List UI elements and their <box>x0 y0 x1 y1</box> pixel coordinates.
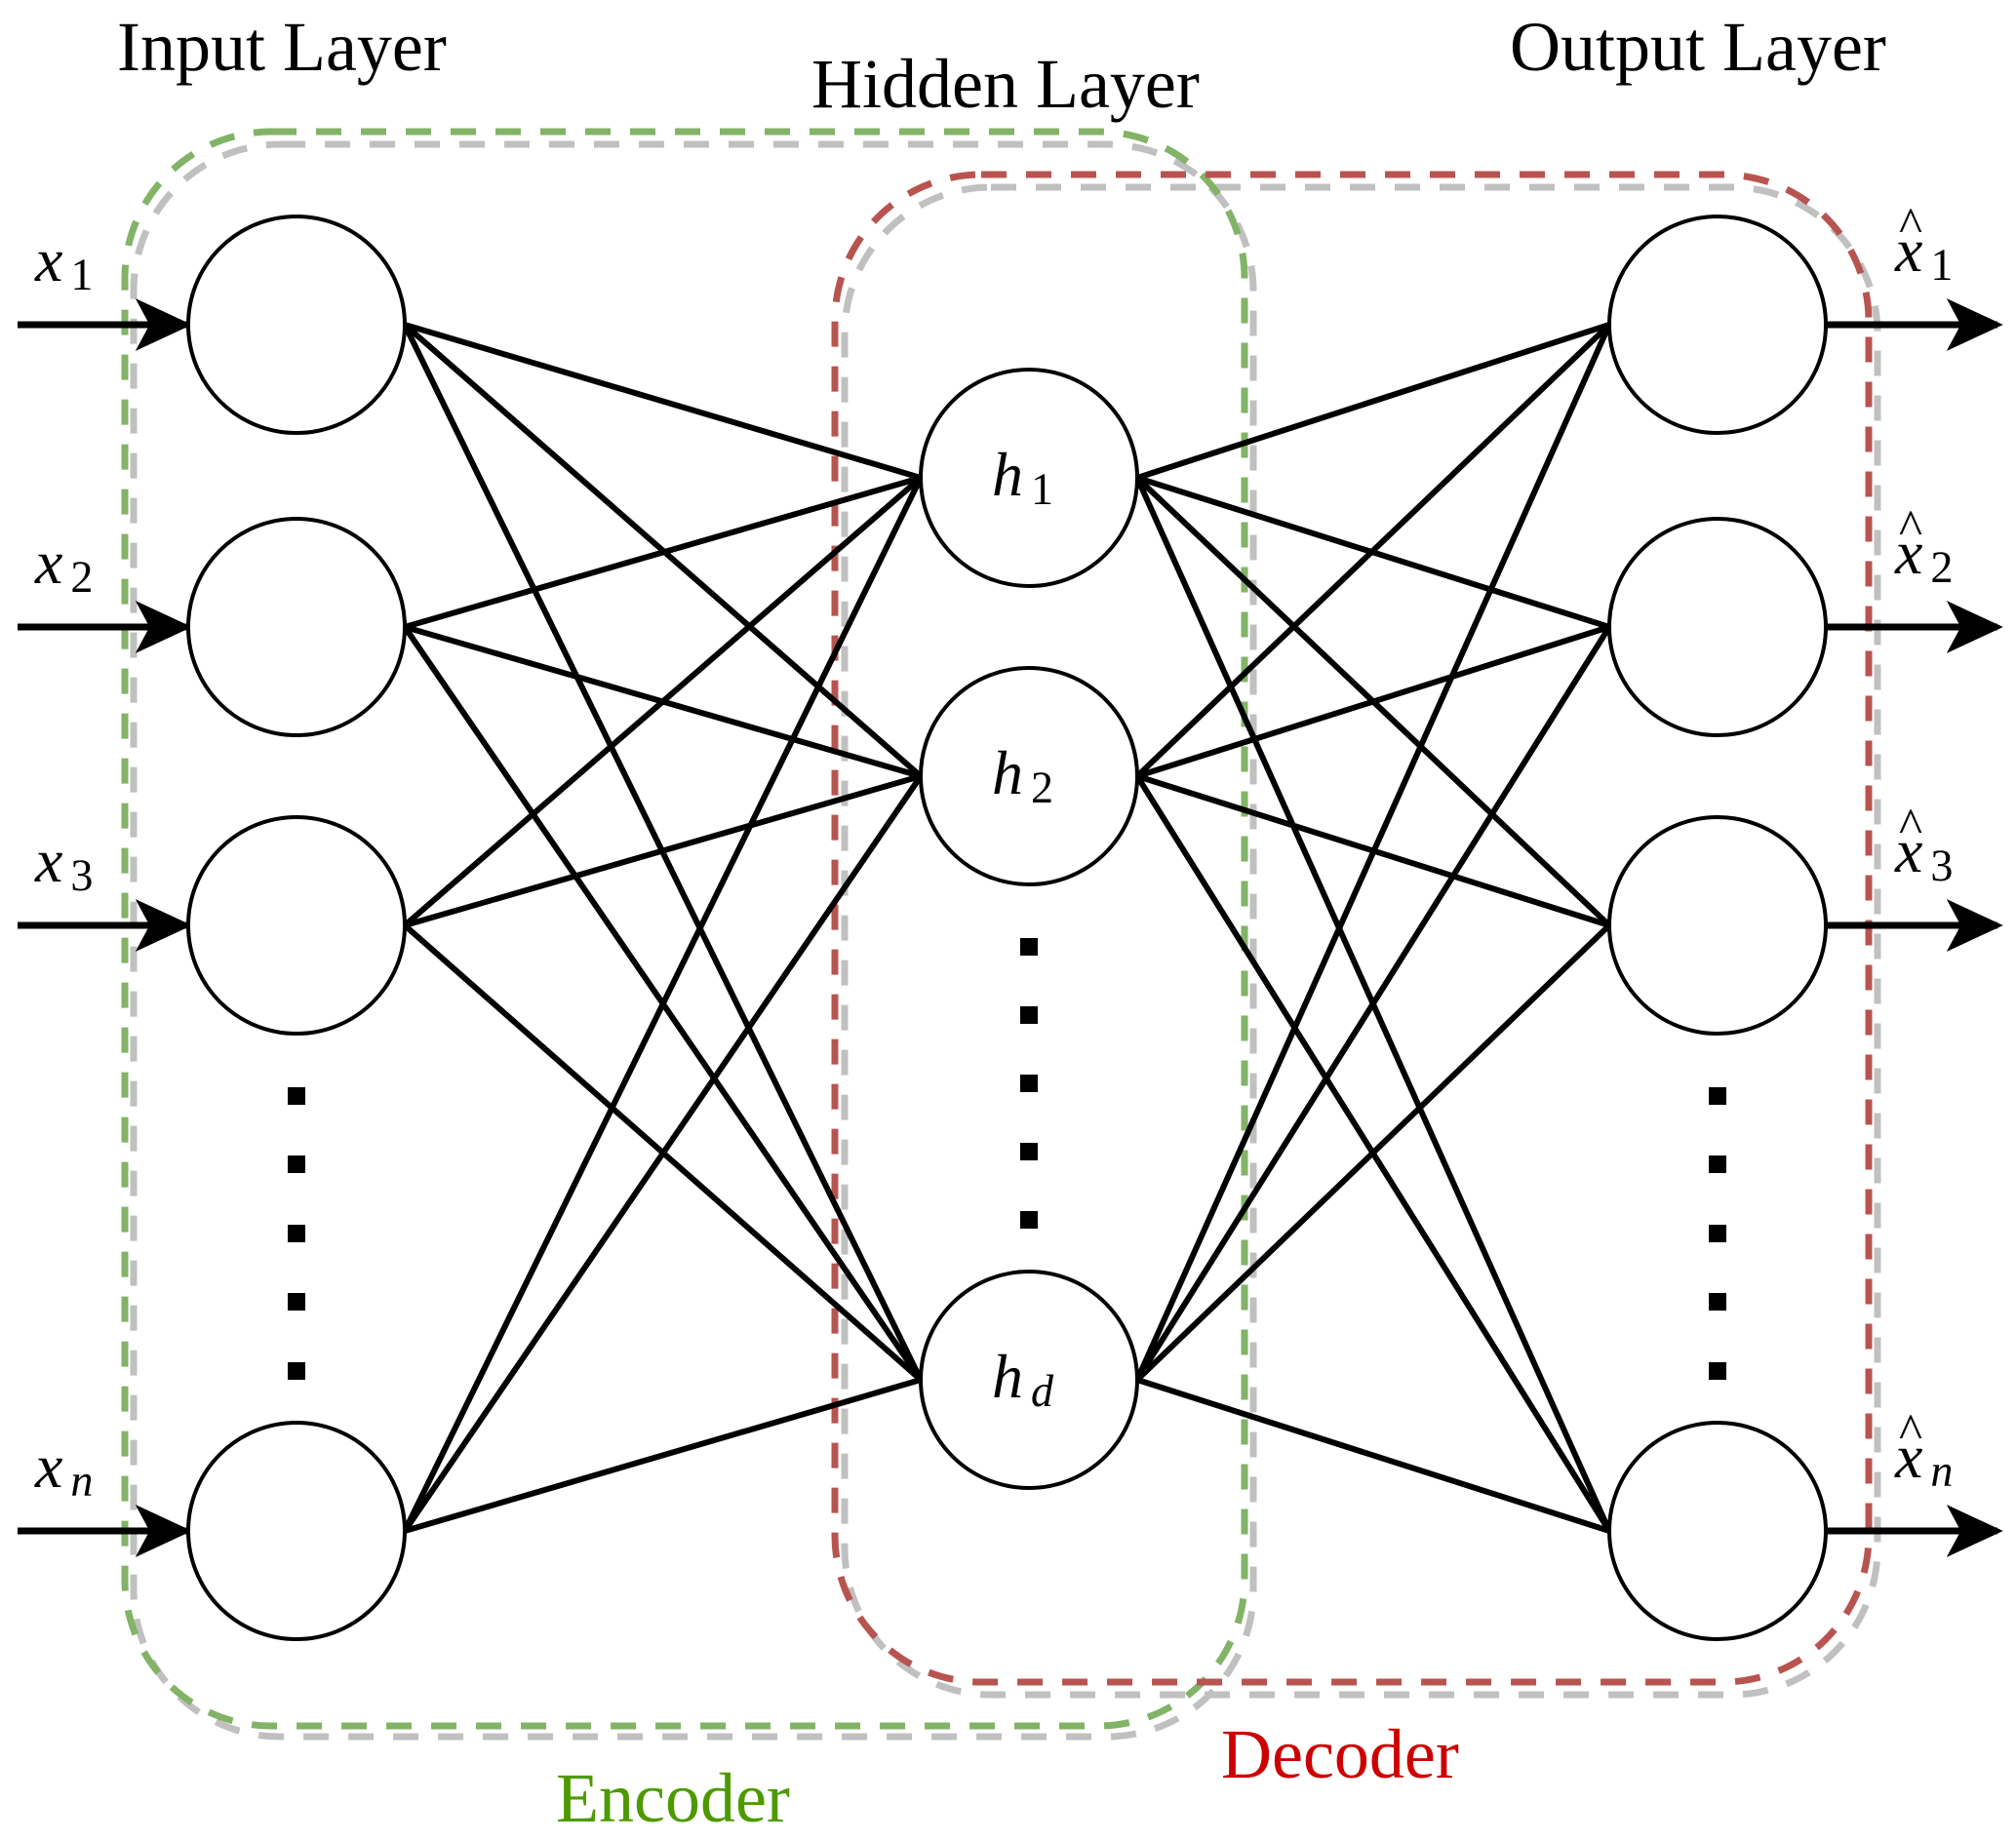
encoder-box-shadow <box>130 140 1257 1741</box>
hidden-ellipsis-dot <box>1020 1006 1038 1024</box>
input-node-4 <box>186 1421 407 1641</box>
input-node-3 <box>186 815 407 1036</box>
output-layer-title: Output Layer <box>1510 8 1886 86</box>
output-ellipsis-dot <box>1709 1362 1726 1380</box>
output-label-1-hat: ^ <box>1899 197 1922 253</box>
output-ellipsis-dot <box>1709 1156 1726 1173</box>
encoder-label: Encoder <box>556 1759 790 1837</box>
output-ellipsis-dot <box>1709 1087 1726 1105</box>
edges <box>402 322 1612 1534</box>
nodes <box>186 215 1828 1641</box>
encoder-box <box>121 128 1248 1730</box>
input-ellipsis-dot <box>288 1362 305 1380</box>
output-label-4-hat: ^ <box>1899 1403 1922 1459</box>
hidden-ellipsis-dot <box>1020 938 1038 956</box>
hidden-ellipsis-dot <box>1020 1075 1038 1092</box>
input-node-2 <box>186 517 407 737</box>
edge-hidden-3-output-4 <box>1134 1377 1612 1534</box>
group-boxes <box>121 128 1881 1741</box>
edge-input-4-hidden-3 <box>402 1377 924 1534</box>
edge-input-2-hidden-1 <box>402 475 924 630</box>
output-node-1 <box>1607 215 1828 435</box>
edge-hidden-3-output-1 <box>1134 322 1612 1383</box>
output-node-4 <box>1607 1421 1828 1641</box>
hidden-node-2 <box>919 666 1139 886</box>
input-ellipsis-dot <box>288 1156 305 1173</box>
edge-hidden-3-output-2 <box>1134 624 1612 1383</box>
hidden-ellipsis-dot <box>1020 1143 1038 1160</box>
decoder-box-shadow <box>841 183 1881 1699</box>
output-label-3-hat: ^ <box>1899 798 1922 853</box>
input-layer-title: Input Layer <box>117 8 447 86</box>
io-arrows <box>18 298 2003 1557</box>
edge-input-3-hidden-2 <box>402 773 924 928</box>
output-label-2-hat: ^ <box>1899 499 1922 555</box>
hidden-node-3 <box>919 1270 1139 1490</box>
hidden-ellipsis-dot <box>1020 1211 1038 1229</box>
input-ellipsis-dot <box>288 1087 305 1105</box>
output-node-2 <box>1607 517 1828 737</box>
input-ellipsis-dot <box>288 1225 305 1242</box>
output-ellipsis-dot <box>1709 1225 1726 1242</box>
edge-input-4-hidden-2 <box>402 773 924 1534</box>
edge-hidden-2-output-1 <box>1134 322 1612 779</box>
edge-hidden-3-output-3 <box>1134 922 1612 1383</box>
input-node-1 <box>186 215 407 435</box>
edge-input-3-hidden-1 <box>402 475 924 928</box>
edge-input-4-hidden-1 <box>402 475 924 1534</box>
hidden-node-1 <box>919 368 1139 588</box>
hidden-layer-title: Hidden Layer <box>811 45 1200 123</box>
input-ellipsis-dot <box>288 1293 305 1311</box>
edge-input-1-hidden-1 <box>402 322 924 481</box>
decoder-label: Decoder <box>1221 1715 1459 1793</box>
edge-hidden-2-output-2 <box>1134 624 1612 779</box>
edge-hidden-1-output-1 <box>1134 322 1612 481</box>
output-ellipsis-dot <box>1709 1293 1726 1311</box>
ellipsis-dots <box>288 938 1726 1380</box>
output-node-3 <box>1607 815 1828 1036</box>
